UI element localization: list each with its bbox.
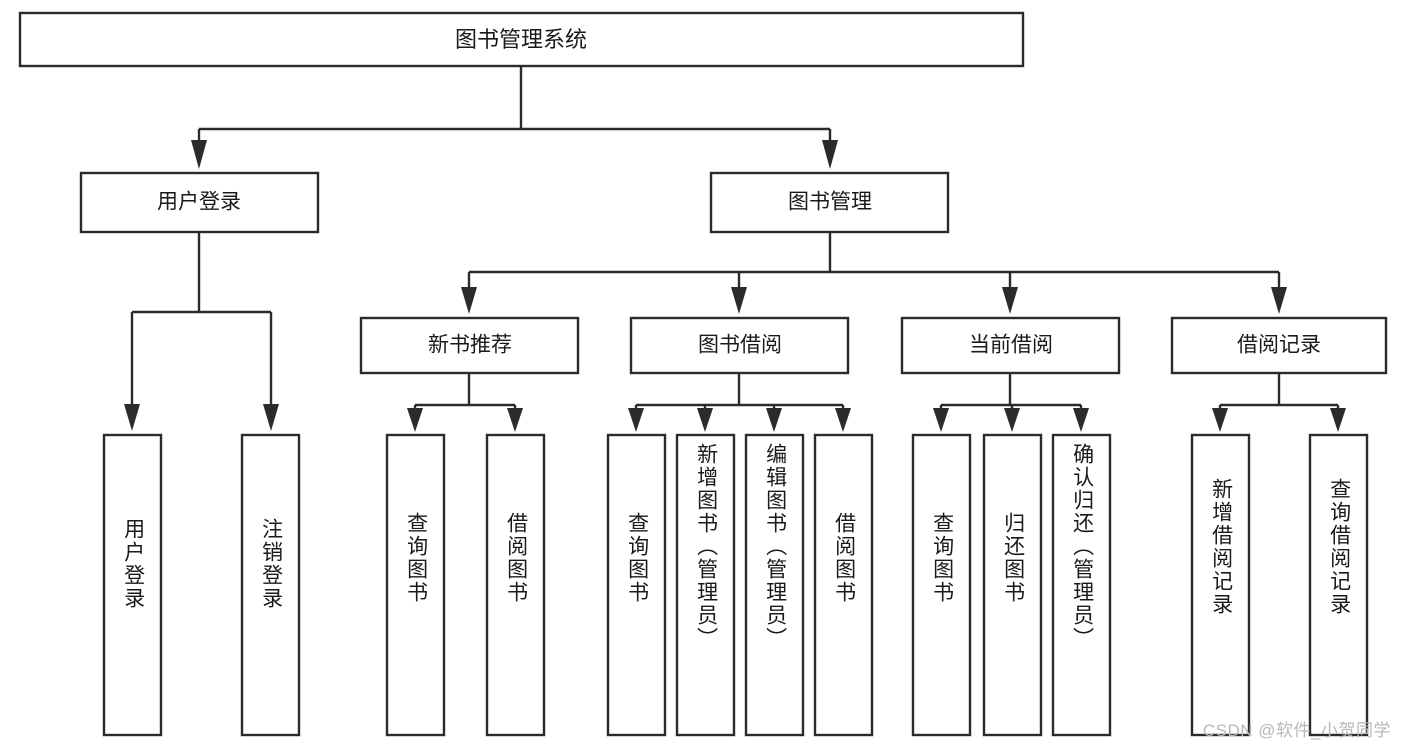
arrowhead-user-logout-leaf: [263, 404, 279, 431]
node-book-management-label: 图书管理: [788, 191, 872, 214]
node-borrow-records-label: 借阅记录: [1237, 334, 1321, 357]
arrowhead-user-login: [191, 140, 207, 169]
arrowhead-query-book-1: [407, 408, 423, 432]
node-add-book-admin-box[interactable]: [675, 433, 736, 737]
node-query-borrow-record-box[interactable]: [1308, 433, 1369, 737]
node-book-borrow-box[interactable]: [629, 316, 850, 375]
arrowhead-query-borrow-record: [1330, 408, 1346, 432]
node-return-book-box[interactable]: [982, 433, 1043, 737]
node-current-borrow-box[interactable]: [900, 316, 1121, 375]
node-query-book-1-box[interactable]: [385, 433, 446, 737]
csdn-watermark: CSDN @软件_小贺同学: [1202, 721, 1391, 740]
node-add-borrow-record-box[interactable]: [1190, 433, 1251, 737]
node-book-management-box[interactable]: [709, 171, 950, 234]
arrowhead-confirm-return-admin: [1073, 408, 1089, 432]
node-user-login-leaf-box[interactable]: [102, 433, 163, 737]
node-user-login-box[interactable]: [79, 171, 320, 234]
node-new-book-recommend-label: 新书推荐: [428, 334, 512, 357]
node-book-borrow-label: 图书借阅: [698, 334, 782, 357]
arrowhead-borrow-book-1: [507, 408, 523, 432]
node-query-book-3-box[interactable]: [911, 433, 972, 737]
node-confirm-return-admin-box[interactable]: [1051, 433, 1112, 737]
arrowhead-return-book: [1004, 408, 1020, 432]
node-new-book-recommend-box[interactable]: [359, 316, 580, 375]
arrowhead-user-login-leaf: [124, 404, 140, 431]
node-user-login-label: 用户登录: [157, 191, 241, 214]
node-root-box[interactable]: [18, 11, 1025, 68]
node-borrow-book-2-box[interactable]: [813, 433, 874, 737]
arrowhead-book-borrow: [731, 287, 747, 314]
node-borrow-book-1-box[interactable]: [485, 433, 546, 737]
arrowhead-book-management: [822, 140, 838, 169]
node-user-logout-leaf-box[interactable]: [240, 433, 301, 737]
arrowhead-current-borrow: [1002, 287, 1018, 314]
node-current-borrow-label: 当前借阅: [969, 334, 1053, 357]
arrowhead-query-book-2: [628, 408, 644, 432]
node-root-label: 图书管理系统: [455, 27, 587, 52]
arrowhead-query-book-3: [933, 408, 949, 432]
arrowhead-edit-book-admin: [766, 408, 782, 432]
node-borrow-records-box[interactable]: [1170, 316, 1388, 375]
arrowhead-borrow-records: [1271, 287, 1287, 314]
node-query-book-2-box[interactable]: [606, 433, 667, 737]
arrowhead-add-borrow-record: [1212, 408, 1228, 432]
arrowhead-borrow-book-2: [835, 408, 851, 432]
node-edit-book-admin-box[interactable]: [744, 433, 805, 737]
node-layer: 图书管理系统 用户登录 图书管理 新书推荐 图书借阅 当前借阅 借阅记录: [18, 11, 1388, 737]
connector-layer: [124, 66, 1346, 432]
arrowhead-new-book-recommend: [461, 287, 477, 314]
arrowhead-add-book-admin: [697, 408, 713, 432]
